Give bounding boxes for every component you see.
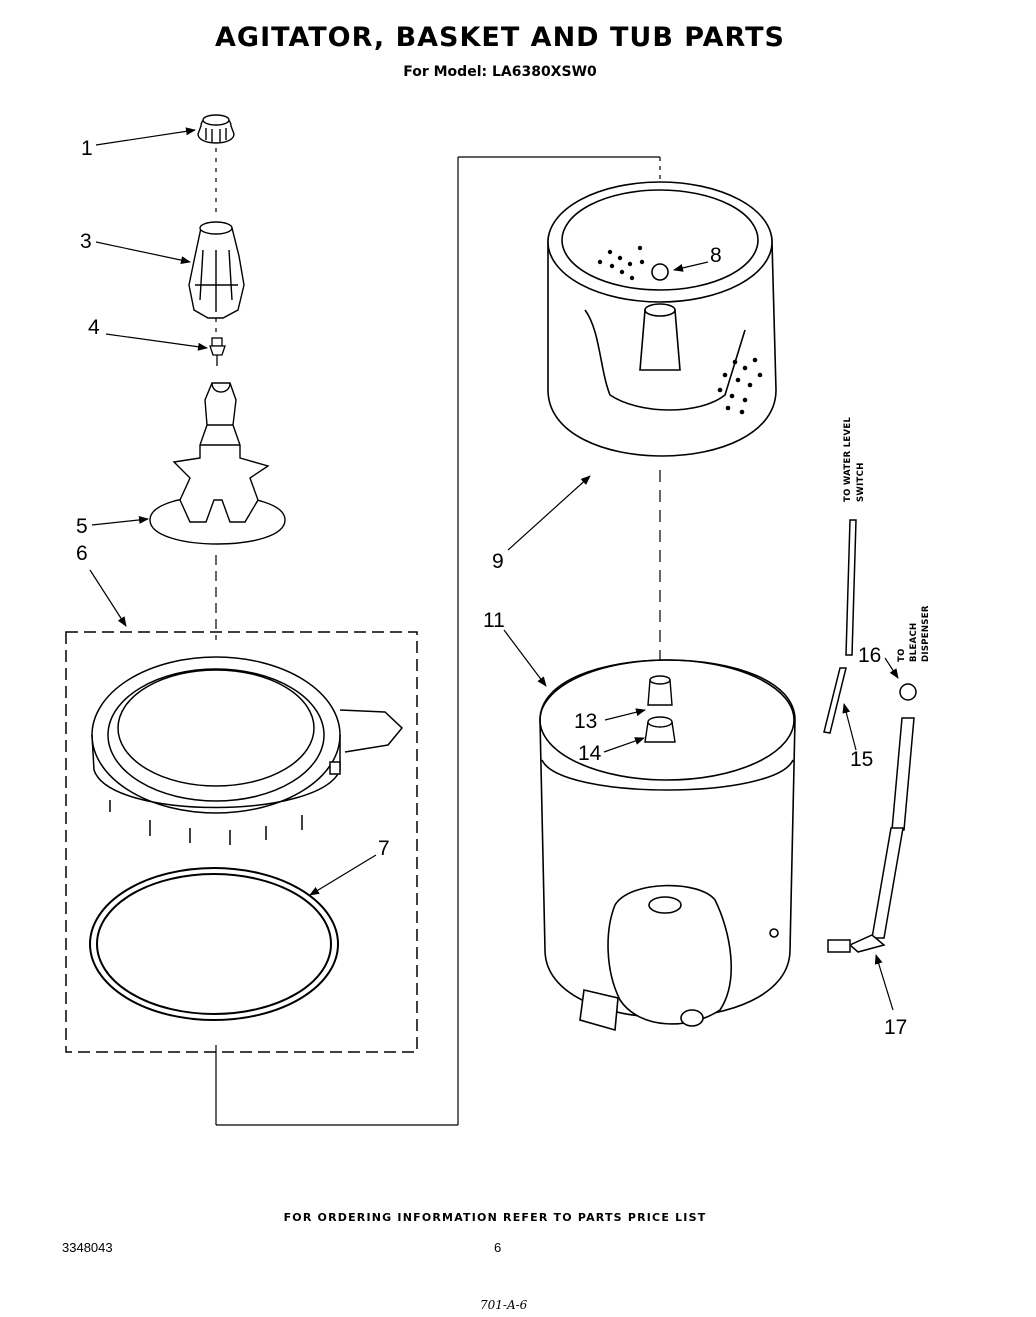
callout-5: 5 xyxy=(76,515,88,538)
agitator-bolt-part xyxy=(209,337,226,366)
agitator-cap-part xyxy=(197,114,235,144)
callout-13: 13 xyxy=(574,710,597,733)
bleach-note-line-2: BLEACH xyxy=(909,623,919,662)
callout-9: 9 xyxy=(492,550,504,573)
bleach-note-line-1: TO xyxy=(897,648,907,662)
callout-3: 3 xyxy=(80,230,92,253)
model-subtitle: For Model: LA6380XSW0 xyxy=(403,64,597,80)
callout-6: 6 xyxy=(76,542,88,565)
callout-arrows xyxy=(89,127,899,1011)
water-level-note-line-1: TO WATER LEVEL xyxy=(843,416,853,502)
callout-15: 15 xyxy=(850,748,873,771)
callout-8: 8 xyxy=(710,244,722,267)
callout-4: 4 xyxy=(88,316,100,339)
callout-7: 7 xyxy=(378,837,390,860)
tub-hub-parts xyxy=(644,675,676,743)
bleach-note: TO BLEACH DISPENSER xyxy=(897,605,931,662)
tub-ring-part xyxy=(91,656,404,845)
page-title: AGITATOR, BASKET AND TUB PARTS xyxy=(215,22,785,53)
page-number: 6 xyxy=(494,1240,502,1255)
document-number: 3348043 xyxy=(62,1240,113,1255)
bleach-note-line-3: DISPENSER xyxy=(921,605,931,662)
ordering-note: FOR ORDERING INFORMATION REFER TO PARTS … xyxy=(283,1211,707,1224)
water-level-note: TO WATER LEVEL SWITCH xyxy=(843,416,866,502)
parts-group-box xyxy=(65,631,418,1053)
wash-basket-part xyxy=(547,181,777,457)
tub-seal-part xyxy=(89,867,339,1021)
callout-16: 16 xyxy=(858,644,881,667)
hose-parts xyxy=(823,519,917,953)
callout-14: 14 xyxy=(578,742,602,765)
callout-11: 11 xyxy=(483,609,505,632)
assembly-lines xyxy=(215,148,661,1126)
basket-perforations xyxy=(597,245,763,415)
agitator-part xyxy=(149,382,286,545)
agitator-cam-part xyxy=(188,221,245,319)
handwritten-code: 701-A-6 xyxy=(480,1298,528,1312)
callout-1: 1 xyxy=(81,137,93,160)
water-level-note-line-2: SWITCH xyxy=(856,462,866,502)
outer-tub-part xyxy=(539,659,796,1032)
callout-17: 17 xyxy=(884,1016,907,1039)
